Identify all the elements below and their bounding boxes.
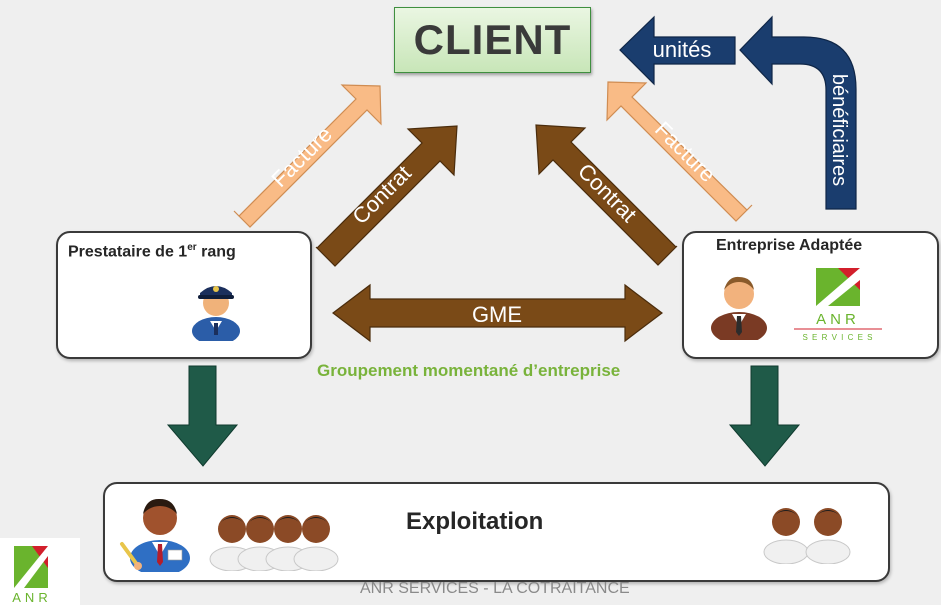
pilot-person-icon [192, 286, 240, 341]
footer-caption: ANR SERVICES - LA COTRAITANCE [360, 580, 630, 597]
facture-left-label: Facture [266, 121, 336, 191]
businessman-person-icon [711, 276, 767, 340]
entreprise-adaptee-title: Entreprise Adaptée [716, 237, 863, 254]
worker-pair-icon [763, 508, 851, 564]
beneficiaires-unites-arrow: unités bénéficiaires [619, 15, 857, 210]
worker-group-icon [209, 515, 339, 571]
manager-person-icon [120, 498, 190, 572]
facture-right-label: Facture [650, 116, 720, 186]
down-arrow-right [728, 365, 801, 467]
gme-double-arrow: GME [332, 283, 663, 343]
contrat-right-arrow: Contrat [535, 124, 678, 266]
exploitation-title: Exploitation [406, 508, 544, 535]
anr-logo-small: ANR [0, 538, 80, 605]
svg-text:S E R V I C E S: S E R V I C E S [802, 333, 873, 342]
client-node: CLIENT [394, 7, 591, 73]
svg-text:ANR: ANR [816, 311, 860, 328]
contrat-right-label: Contrat [573, 158, 642, 227]
anr-services-logo: ANR S E R V I C E S [790, 258, 886, 344]
unites-label: unités [653, 37, 712, 62]
beneficiaires-label: bénéficiaires [828, 74, 850, 186]
prestataire-title: Prestataire de 1er rang [68, 242, 236, 261]
contrat-left-arrow: Contrat [315, 125, 458, 267]
svg-text:ANR: ANR [12, 590, 51, 605]
client-label: CLIENT [413, 16, 572, 63]
prestataire-node [56, 231, 312, 359]
gme-caption: Groupement momentané d’entreprise [317, 361, 621, 380]
down-arrow-left [166, 365, 239, 467]
gme-label: GME [472, 302, 522, 327]
